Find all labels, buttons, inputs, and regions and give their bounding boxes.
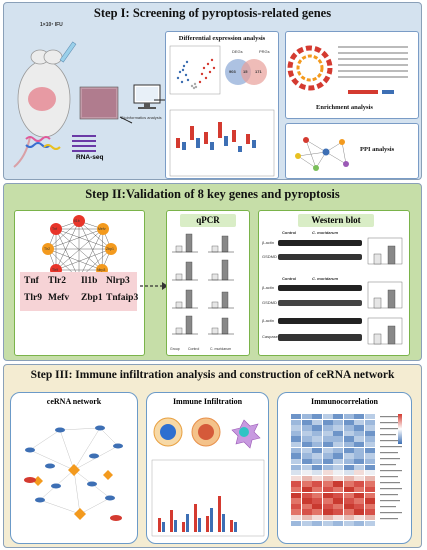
wb-row-label-2: GSDMD [262, 254, 277, 259]
node-il1b [73, 215, 85, 227]
gene-il1b: Il1b [81, 276, 98, 286]
gene-zbp1: Zbp1 [81, 293, 103, 303]
gene-nlrp3: Nlrp3 [106, 276, 130, 286]
wb-control-header-1: Control [282, 230, 297, 235]
enrichment-title: Enrichment analysis [316, 104, 373, 111]
node-label-mefv: Mefv [98, 227, 106, 231]
venn-value-mid: 15 [243, 69, 248, 74]
dea-title: Differential expression analysis [178, 35, 266, 42]
wb-row-label-6: Caspase-1 [262, 334, 282, 339]
wb-row-label-5: β-actin [262, 318, 275, 323]
step1-panel: Step I: Screening of pyroptosis-related … [3, 2, 422, 180]
step3-title: Step III: Immune infiltration analysis a… [30, 369, 395, 381]
node-mefv [97, 223, 109, 235]
step2-title: Step II:Validation of 8 key genes and py… [85, 187, 340, 201]
wb-title: Western blot [311, 215, 361, 225]
gene-tlr9: Tlr9 [24, 293, 42, 303]
immunocorrelation-title: Immunocorrelation [311, 397, 378, 406]
qpcr-title-box [180, 214, 236, 227]
cerna-network [24, 425, 123, 521]
immune-cells-chart [151, 417, 265, 537]
heatmap-color-scale [398, 414, 402, 444]
enrichment-chart [287, 45, 408, 94]
node-label-zbp1: Zbp1 [106, 247, 114, 251]
immune-infiltration-title: Immune Infiltration [172, 397, 243, 406]
venn-value-left: 903 [229, 69, 236, 74]
node-zbp1 [105, 243, 117, 255]
ppi-panel: PPI analysis [285, 123, 419, 179]
heatmap-row-labels [380, 416, 402, 520]
wb-blots [278, 237, 403, 345]
venn-label-prgs: PRGs [259, 49, 270, 54]
wb-title-box [298, 214, 374, 227]
gene-mefv: Mefv [48, 293, 70, 303]
step1-title: Step I: Screening of pyroptosis-related … [93, 6, 332, 20]
wb-cm-header-1: C. muridarum [312, 230, 339, 235]
gene-tlr2: Tlr2 [48, 276, 66, 286]
wb-row-label-4: GSDMD [262, 300, 277, 305]
qpcr-legend-control: Control [188, 347, 200, 351]
gene-network [42, 215, 117, 282]
key-genes-box: Tnf Tlr2 Il1b Nlrp3 Tlr9 Mefv Zbp1 Tnfai… [20, 272, 139, 311]
node-tnf [50, 223, 62, 235]
wb-row-label-1: β-actin [262, 240, 275, 245]
dashed-arrow [140, 282, 168, 290]
ppi-title: PPI analysis [360, 146, 395, 153]
mouse-illustration [13, 41, 133, 168]
wb-cm-header-2: C. muridarum [312, 276, 339, 281]
ppi-network [295, 137, 349, 171]
qpcr-bar-grid [172, 233, 234, 335]
wb-control-header-2: Control [282, 276, 297, 281]
gene-tnf: Tnf [24, 276, 39, 286]
qpcr-title: qPCR [196, 215, 220, 225]
venn-value-right: 171 [255, 69, 262, 74]
node-tlr2 [42, 243, 54, 255]
cerna-title: ceRNA network [46, 397, 102, 406]
rnaseq-label: RNA-seq [76, 154, 104, 161]
qpcr-legend-group: Group [170, 347, 180, 351]
volcano-venn-boxplot [169, 45, 275, 177]
wb-row-label-3: β-actin [262, 285, 275, 290]
enrichment-panel: Enrichment analysis [285, 31, 419, 119]
node-label-nlrp3: Nlrp3 [97, 268, 106, 272]
qpcr-legend-cm: C. muridarum [210, 347, 232, 351]
dea-panel: Differential expression analysis [165, 31, 279, 179]
bioinformatics-label: Bioinformatics analysis [121, 115, 162, 120]
node-label-tlr9: Tlr9 [52, 268, 59, 272]
ifu-label: 1×10⁷ IFU [40, 22, 63, 28]
heatmap [291, 414, 375, 526]
node-label-tlr2: Tlr2 [44, 247, 51, 251]
computer-icon [133, 84, 161, 109]
node-label-tnf: Tnf [52, 227, 58, 231]
venn-label-degs: DEGs [232, 49, 243, 54]
node-label-il1b: Il1b [74, 219, 80, 223]
gene-tnfaip3: Tnfaip3 [106, 293, 139, 303]
